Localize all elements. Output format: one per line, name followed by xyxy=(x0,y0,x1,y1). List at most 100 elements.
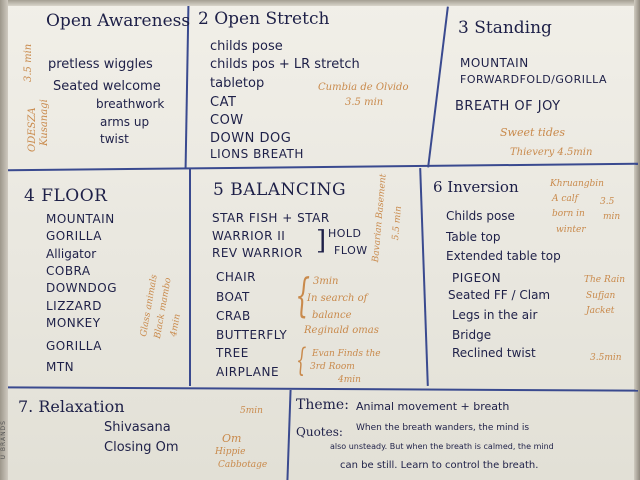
section5-note: 3rd Room xyxy=(310,362,355,372)
section7-item: Shivasana xyxy=(104,420,171,435)
section1-side-note-names2: Kusanagi xyxy=(39,99,50,146)
section6-note: Khruangbin xyxy=(550,179,604,189)
section6-note: born in xyxy=(552,209,585,219)
grid-line-v1-mid xyxy=(189,168,191,386)
section7-note: 5min xyxy=(240,406,263,416)
board-frame-top xyxy=(0,0,640,6)
section4-item: GORILLA xyxy=(46,339,102,353)
brand-label: U BRANDS xyxy=(0,420,7,460)
section6-note: A calf xyxy=(552,194,578,204)
quote-line: also unsteady. But when the breath is ca… xyxy=(330,442,554,451)
section2-item: childs pose xyxy=(210,39,283,54)
section6-item: Extended table top xyxy=(446,249,561,263)
section5-side-note: 5.5 min xyxy=(391,205,404,241)
section5-note: Reginald omas xyxy=(304,325,379,336)
section6-item: Seated FF / Clam xyxy=(448,288,551,302)
quote-line: When the breath wanders, the mind is xyxy=(356,423,530,433)
section4-item: MONKEY xyxy=(46,316,101,330)
section5-item: STAR FISH + STAR xyxy=(212,211,330,225)
section5-hold-label: HOLD xyxy=(328,227,362,240)
theme-label: Theme: xyxy=(296,397,349,413)
section2-item: childs pos + LR stretch xyxy=(210,57,360,72)
section2-item: CAT xyxy=(210,95,237,110)
section5-brace: { xyxy=(295,268,310,322)
section6-item: Table top xyxy=(446,230,501,244)
section6-item: Bridge xyxy=(452,328,492,342)
section5-note: balance xyxy=(312,310,352,321)
section6-note: min xyxy=(603,212,621,222)
board-frame-left xyxy=(0,0,8,480)
section1-item: twist xyxy=(100,132,129,146)
quotes-label: Quotes: xyxy=(296,425,343,439)
section4-item: Alligator xyxy=(46,247,97,261)
section5-item: BOAT xyxy=(216,290,250,304)
section5-item: CRAB xyxy=(216,309,251,323)
section4-note: 4min xyxy=(169,313,183,338)
section5-note: In search of xyxy=(307,293,368,304)
section1-item: breathwork xyxy=(96,97,165,111)
section3-title: 3 Standing xyxy=(458,18,552,38)
grid-line-v2-mid xyxy=(419,168,429,386)
section7-note: Hippie xyxy=(215,447,246,457)
section1-item: pretless wiggles xyxy=(48,57,153,72)
section1-title: Open Awareness xyxy=(46,11,191,31)
section5-bracket: ] xyxy=(316,226,327,256)
section4-item: MOUNTAIN xyxy=(46,212,115,226)
section5-note: 3min xyxy=(313,276,339,287)
section1-item: arms up xyxy=(100,115,150,129)
section4-item: MTN xyxy=(46,360,75,374)
section2-item: COW xyxy=(210,113,244,128)
section6-title: 6 Inversion xyxy=(433,178,519,196)
section6-note: winter xyxy=(556,225,586,235)
section6-item: Reclined twist xyxy=(452,346,536,360)
section2-note: Cumbia de Olvido xyxy=(318,82,409,93)
section5-item: WARRIOR II xyxy=(212,229,286,243)
section5-item: AIRPLANE xyxy=(216,365,280,379)
section3-item: BREATH OF JOY xyxy=(455,99,561,114)
section5-brace: { xyxy=(296,341,307,379)
section5-item: BUTTERFLY xyxy=(216,328,288,342)
section2-note: 3.5 min xyxy=(345,97,384,108)
section2-item: LIONS BREATH xyxy=(210,147,304,161)
section3-note: Sweet tides xyxy=(500,126,566,139)
section6-note: 3.5min xyxy=(590,353,622,363)
section5-side-note: Bavarian Basement xyxy=(371,173,389,263)
section3-item: MOUNTAIN xyxy=(460,56,529,70)
section3-item: FORWARDFOLD/GORILLA xyxy=(460,73,607,86)
section6-note: Jacket xyxy=(586,306,615,316)
section6-note: 3.5 xyxy=(600,197,615,207)
section6-item: PIGEON xyxy=(452,271,502,285)
board-frame-right xyxy=(634,0,640,480)
section5-item: REV WARRIOR xyxy=(212,246,303,260)
grid-line-h2 xyxy=(7,386,639,392)
section7-title: 7. Relaxation xyxy=(18,397,125,416)
theme-text: Animal movement + breath xyxy=(356,400,510,413)
section4-item: DOWNDOG xyxy=(46,281,118,295)
section6-note: The Rain xyxy=(584,275,626,285)
section1-item: Seated welcome xyxy=(53,79,161,94)
section4-title: 4 FLOOR xyxy=(24,186,108,206)
section2-title: 2 Open Stretch xyxy=(198,9,330,29)
section4-item: GORILLA xyxy=(46,229,102,243)
section5-title: 5 BALANCING xyxy=(213,180,347,200)
grid-line-v3-bottom xyxy=(286,389,292,480)
section7-item: Closing Om xyxy=(104,440,179,455)
section6-item: Childs pose xyxy=(446,209,515,223)
section1-side-note-time: 3.5 min xyxy=(23,43,34,82)
section6-note: Sufjan xyxy=(586,291,616,301)
section3-note: Thievery 4.5min xyxy=(510,147,593,158)
section5-item: CHAIR xyxy=(216,270,256,284)
section5-flow-label: FLOW xyxy=(334,244,368,257)
section4-item: COBRA xyxy=(46,264,91,278)
section4-item: LIZZARD xyxy=(46,299,102,313)
grid-line-v2-top xyxy=(427,6,449,168)
section7-note: Cabbotage xyxy=(218,460,268,470)
section2-item: DOWN DOG xyxy=(210,131,292,146)
section6-item: Legs in the air xyxy=(452,308,538,322)
section2-item: tabletop xyxy=(210,76,265,91)
section7-note: Om xyxy=(222,432,242,445)
section5-note: 4min xyxy=(338,375,361,385)
grid-line-h1 xyxy=(8,162,638,172)
section1-side-note-names: ODESZA xyxy=(27,107,38,152)
